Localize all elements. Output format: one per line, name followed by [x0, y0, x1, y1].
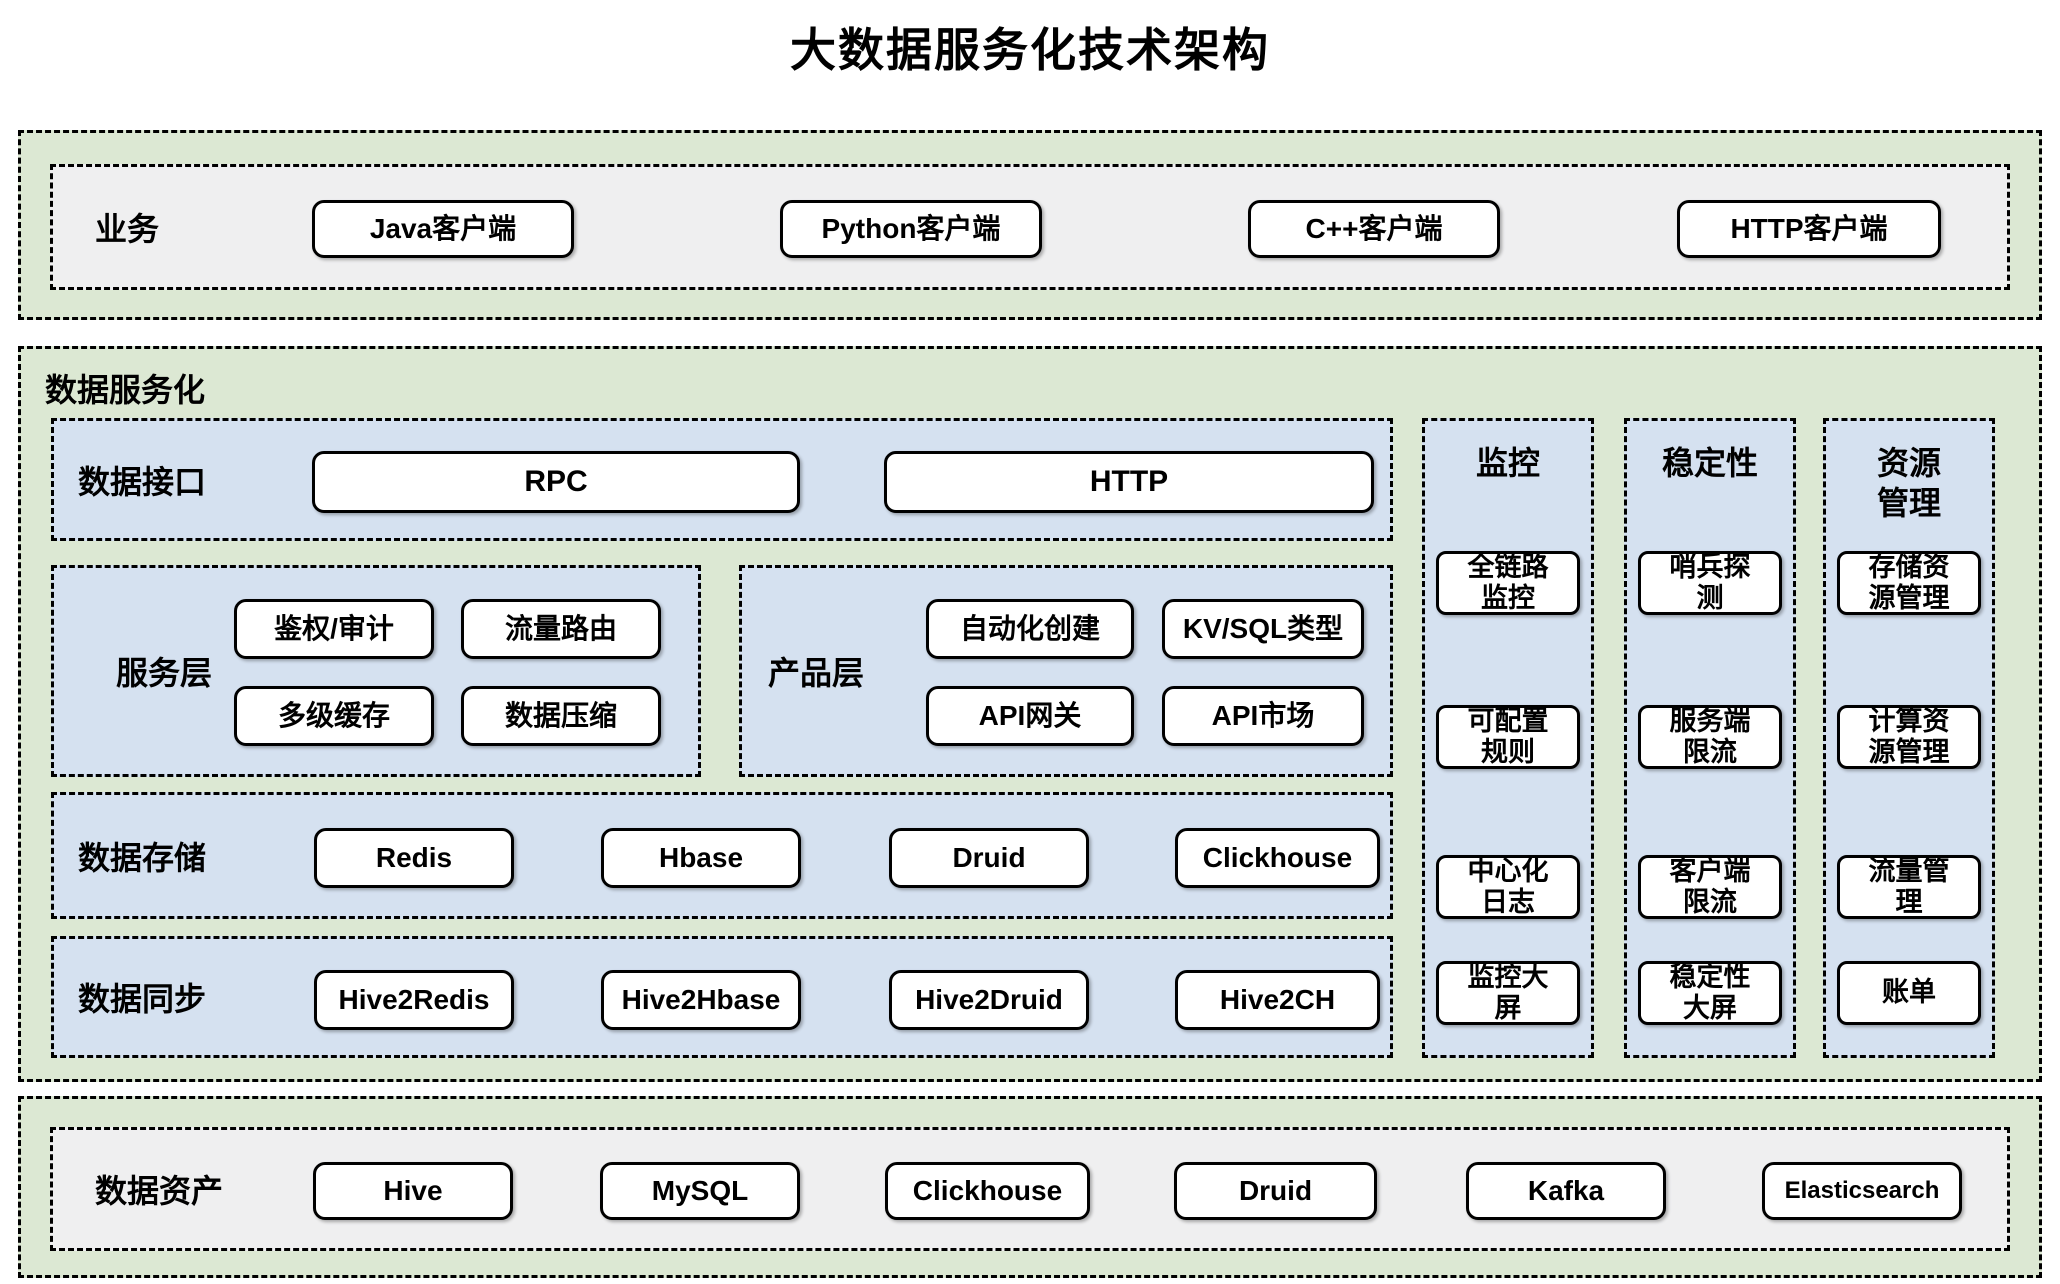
data-service-label: 数据服务化 [45, 372, 206, 408]
auto-creation-box: 自动化创建 [926, 599, 1134, 659]
hive2redis-box: Hive2Redis [314, 970, 514, 1030]
data-assets-label: 数据资产 [95, 1173, 224, 1209]
http-client-box: HTTP客户端 [1677, 200, 1941, 258]
hive2hbase-box: Hive2Hbase [601, 970, 801, 1030]
business-inner-panel: 业务 Java客户端 Python客户端 C++客户端 HTTP客户端 [50, 164, 2010, 290]
monitoring-label: 监控 [1475, 445, 1540, 481]
data-storage-label: 数据存储 [78, 839, 207, 876]
data-compression-box: 数据压缩 [461, 686, 661, 746]
elasticsearch-box: Elasticsearch [1762, 1162, 1962, 1220]
configurable-rules-box: 可配置 规则 [1436, 705, 1580, 769]
product-layer-label: 产品层 [768, 655, 865, 691]
data-assets-section: 数据资产 Hive MySQL Clickhouse Druid Kafka E… [18, 1096, 2042, 1278]
service-layer-panel: 服务层 鉴权/审计 流量路由 多级缓存 数据压缩 [51, 565, 701, 777]
resource-management-label: 资源 管理 [1876, 445, 1941, 521]
data-sync-row: 数据同步 Hive2Redis Hive2Hbase Hive2Druid Hi… [51, 936, 1393, 1058]
kv-sql-type-box: KV/SQL类型 [1162, 599, 1364, 659]
data-interface-label: 数据接口 [78, 463, 207, 500]
data-storage-row: 数据存储 Redis Hbase Druid Clickhouse [51, 792, 1393, 919]
stability-label: 稳定性 [1661, 445, 1758, 481]
full-link-monitoring-box: 全链路 监控 [1436, 551, 1580, 615]
stability-dashboard-box: 稳定性 大屏 [1638, 961, 1782, 1025]
http-interface-box: HTTP [884, 451, 1374, 513]
business-section: 业务 Java客户端 Python客户端 C++客户端 HTTP客户端 [18, 130, 2042, 320]
storage-resource-box: 存储资 源管理 [1837, 551, 1981, 615]
monitoring-dashboard-box: 监控大 屏 [1436, 961, 1580, 1025]
rpc-box: RPC [312, 451, 800, 513]
data-interface-row: 数据接口 RPC HTTP [51, 418, 1393, 541]
druid-box: Druid [889, 828, 1089, 888]
clickhouse-box: Clickhouse [1175, 828, 1380, 888]
java-client-box: Java客户端 [312, 200, 574, 258]
redis-box: Redis [314, 828, 514, 888]
api-market-box: API市场 [1162, 686, 1364, 746]
hive2ch-box: Hive2CH [1175, 970, 1380, 1030]
data-sync-label: 数据同步 [78, 981, 207, 1017]
client-rate-limit-box: 客户端 限流 [1638, 855, 1782, 919]
centralized-log-box: 中心化 日志 [1436, 855, 1580, 919]
kafka-box: Kafka [1466, 1162, 1666, 1220]
traffic-management-box: 流量管 理 [1837, 855, 1981, 919]
sentinel-probe-box: 哨兵探 测 [1638, 551, 1782, 615]
compute-resource-box: 计算资 源管理 [1837, 705, 1981, 769]
server-rate-limit-box: 服务端 限流 [1638, 705, 1782, 769]
cpp-client-box: C++客户端 [1248, 200, 1500, 258]
data-service-section: 数据服务化 数据接口 RPC HTTP 服务层 鉴权/审计 流量路由 多级缓存 … [18, 346, 2042, 1082]
hive2druid-box: Hive2Druid [889, 970, 1089, 1030]
business-label: 业务 [95, 211, 160, 247]
api-gateway-box: API网关 [926, 686, 1134, 746]
hbase-box: Hbase [601, 828, 801, 888]
clickhouse-asset-box: Clickhouse [885, 1162, 1090, 1220]
monitoring-column: 监控 全链路 监控 可配置 规则 中心化 日志 监控大 屏 [1422, 418, 1594, 1058]
mysql-box: MySQL [600, 1162, 800, 1220]
python-client-box: Python客户端 [780, 200, 1042, 258]
druid-asset-box: Druid [1174, 1162, 1377, 1220]
multilevel-cache-box: 多级缓存 [234, 686, 434, 746]
hive-box: Hive [313, 1162, 513, 1220]
service-layer-label: 服务层 [116, 655, 213, 691]
diagram-title: 大数据服务化技术架构 [790, 24, 1270, 76]
product-layer-panel: 产品层 自动化创建 KV/SQL类型 API网关 API市场 [739, 565, 1393, 777]
auth-audit-box: 鉴权/审计 [234, 599, 434, 659]
stability-column: 稳定性 哨兵探 测 服务端 限流 客户端 限流 稳定性 大屏 [1624, 418, 1796, 1058]
billing-box: 账单 [1837, 961, 1981, 1025]
resource-management-column: 资源 管理 存储资 源管理 计算资 源管理 流量管 理 账单 [1823, 418, 1995, 1058]
traffic-routing-box: 流量路由 [461, 599, 661, 659]
data-assets-inner-panel: 数据资产 Hive MySQL Clickhouse Druid Kafka E… [50, 1127, 2010, 1251]
